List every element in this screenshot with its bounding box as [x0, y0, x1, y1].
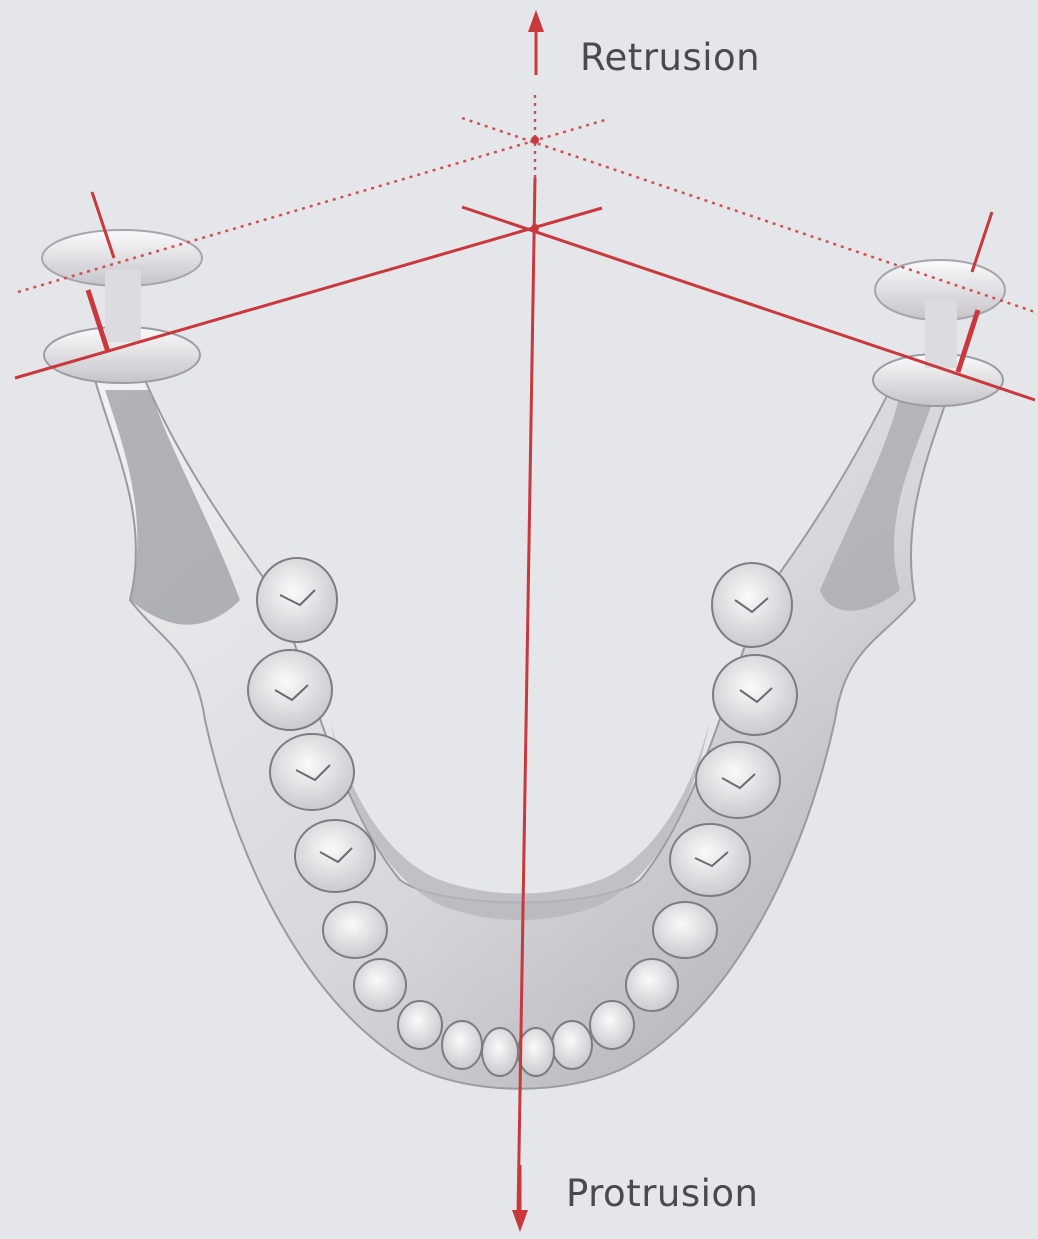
label-protrusion: Protrusion [566, 1172, 759, 1215]
molar-right-1 [696, 742, 780, 818]
molar-right-2 [713, 655, 797, 735]
incisor-left-2 [398, 1001, 442, 1049]
molar-right-3 [712, 563, 792, 647]
condyle-right-pin-upper [972, 212, 992, 272]
arrow-down-icon [512, 1210, 528, 1232]
condyle-left [42, 230, 202, 383]
incisor-right-2 [590, 1001, 634, 1049]
premolar-left-1 [323, 902, 387, 958]
condyle-right-stem [925, 300, 957, 368]
molar-left-1 [270, 734, 354, 810]
dotted-right-axis [462, 118, 1035, 312]
solid-intersection-point [531, 224, 539, 232]
incisor-right-1 [552, 1021, 592, 1069]
premolar-right-1 [653, 902, 717, 958]
canine-left [354, 959, 406, 1011]
label-retrusion: Retrusion [580, 36, 760, 79]
premolar-right-2 [670, 824, 750, 896]
arrow-up-icon [528, 10, 544, 32]
ramus-left-shadow [105, 390, 240, 625]
condyle-left-stem [105, 270, 141, 342]
molar-left-3 [257, 558, 337, 642]
dotted-intersection-point [531, 136, 539, 144]
canine-right [626, 959, 678, 1011]
incisor-left-1 [442, 1021, 482, 1069]
molar-left-2 [248, 650, 332, 730]
premolar-left-2 [295, 820, 375, 892]
incisor-right-0 [518, 1028, 554, 1076]
incisor-left-0 [482, 1028, 518, 1076]
